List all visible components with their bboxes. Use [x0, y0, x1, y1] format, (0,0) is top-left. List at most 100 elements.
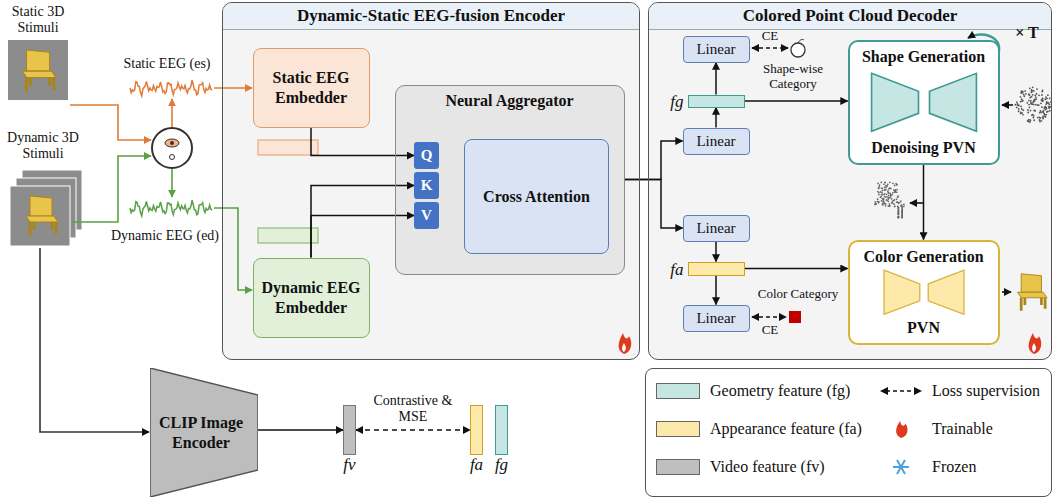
point	[901, 214, 903, 216]
node-title: Q	[421, 147, 433, 164]
legend-swatch	[656, 421, 700, 437]
point	[898, 216, 900, 218]
point	[887, 200, 889, 202]
connector-arrow	[715, 242, 717, 262]
feature-vector: fa	[470, 405, 483, 455]
point	[888, 197, 890, 199]
color-swatch-icon	[789, 311, 801, 323]
point	[888, 195, 890, 197]
node-title: Colored Point Cloud Decoder	[649, 3, 1051, 30]
noise-point	[1047, 94, 1049, 96]
noise-point	[1021, 112, 1023, 114]
point	[894, 190, 896, 192]
point	[897, 201, 899, 203]
encoder-panel: Dynamic-Static EEG-fusion EncoderStatic …	[222, 2, 640, 360]
chair-back	[27, 50, 50, 71]
point	[898, 213, 900, 215]
point	[898, 216, 900, 218]
point	[896, 198, 898, 200]
noise-point	[1014, 104, 1016, 106]
flame-outer	[1029, 333, 1042, 354]
noise-point	[1030, 100, 1032, 102]
flame-inner	[1032, 343, 1036, 352]
point	[879, 184, 881, 186]
noise-point	[1018, 108, 1020, 110]
noise-point	[1029, 107, 1031, 109]
generation-box: Shape GenerationDenoising PVN	[848, 40, 1000, 165]
noise-point	[1043, 107, 1045, 109]
noise-point	[1031, 90, 1033, 92]
node-title: Neural Aggregator	[396, 92, 624, 110]
noise-point	[1018, 105, 1020, 107]
noise-point	[1029, 120, 1031, 122]
point	[890, 188, 892, 190]
point	[889, 192, 891, 194]
noise-point	[1045, 116, 1047, 118]
noise-point	[1033, 100, 1035, 102]
point	[898, 216, 900, 218]
node-title: K	[421, 177, 433, 194]
point	[878, 187, 880, 189]
noise-point	[1034, 98, 1036, 100]
point	[884, 182, 886, 184]
point	[877, 198, 879, 200]
chair-seat	[22, 71, 56, 77]
loss-arrow	[752, 47, 788, 49]
point	[881, 188, 883, 190]
point	[900, 200, 902, 202]
noise-point	[1033, 90, 1035, 92]
point	[885, 205, 887, 207]
point	[882, 203, 884, 205]
flow-line	[171, 169, 173, 197]
point	[889, 196, 891, 198]
point	[892, 200, 894, 202]
point	[878, 201, 880, 203]
legend-box: Geometry feature (fg)Loss supervisionApp…	[645, 368, 1052, 497]
clip-encoder: CLIP Image Encoder	[150, 368, 258, 497]
flow-line	[72, 156, 151, 222]
apple-leaf	[798, 39, 804, 43]
flame-outer	[896, 421, 907, 438]
node-title: Linear	[684, 41, 749, 58]
node-title: V	[421, 207, 432, 224]
noise-point	[1018, 110, 1020, 112]
point	[893, 203, 895, 205]
point	[890, 196, 892, 198]
noise-point	[1036, 93, 1038, 95]
noise-point	[1016, 106, 1018, 108]
point	[894, 206, 896, 208]
snow-sample	[893, 460, 909, 474]
flow-line	[1002, 104, 1013, 106]
noise-point	[1020, 92, 1022, 94]
point	[901, 210, 903, 212]
noise-point	[1037, 104, 1039, 106]
point	[886, 196, 888, 198]
point	[896, 201, 898, 203]
point	[882, 204, 884, 206]
connector-arrow	[923, 165, 925, 240]
noise-point	[1022, 114, 1024, 116]
node-title: Dynamic-Static EEG-fusion Encoder	[223, 3, 639, 30]
noise-point	[1031, 89, 1033, 91]
noise-point	[1049, 110, 1051, 112]
point	[887, 190, 889, 192]
connector-arrow	[625, 141, 683, 180]
point	[878, 192, 880, 194]
point	[898, 210, 900, 212]
noise-point	[1038, 94, 1040, 96]
feature-vector: fa	[688, 262, 745, 276]
point	[877, 183, 879, 185]
noise-point	[1032, 86, 1034, 88]
point	[888, 198, 890, 200]
connector-arrow	[715, 63, 717, 95]
noise-point	[1020, 105, 1022, 107]
legend-text: Trainable	[932, 419, 993, 439]
noise-point	[1048, 106, 1050, 108]
noise-point	[1026, 102, 1028, 104]
noise-point	[1034, 110, 1036, 112]
noise-point	[1030, 110, 1032, 112]
legend-text: Appearance feature (fa)	[710, 419, 862, 439]
connector-arrow	[745, 268, 848, 270]
point	[883, 194, 885, 196]
